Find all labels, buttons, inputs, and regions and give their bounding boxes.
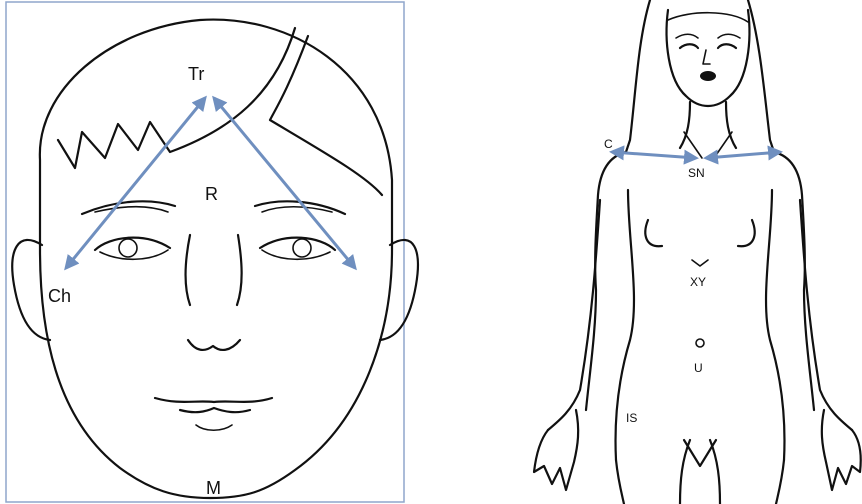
outer-leg-left bbox=[616, 460, 624, 504]
neck-line-left bbox=[684, 132, 702, 158]
neck-left bbox=[680, 102, 690, 148]
body-panel: C SN XY U IS bbox=[534, 0, 861, 504]
right-eye bbox=[260, 238, 335, 260]
face-panel: Tr Ch R M bbox=[6, 2, 418, 502]
neck-line-right bbox=[714, 132, 732, 158]
right-arm bbox=[800, 200, 852, 430]
body-eye-left bbox=[680, 44, 698, 48]
arrow-tr-right bbox=[214, 98, 355, 268]
body-eyebrow-right bbox=[718, 34, 740, 38]
left-eyebrow-lower bbox=[95, 207, 168, 212]
hair-outline bbox=[626, 0, 650, 152]
hair-outline-right bbox=[748, 0, 774, 152]
body-nose bbox=[703, 50, 710, 64]
hair-fringe bbox=[58, 28, 295, 168]
label-c: C bbox=[604, 137, 613, 151]
face-frame bbox=[6, 2, 404, 502]
body-eye-right bbox=[718, 44, 736, 48]
left-breast bbox=[645, 220, 662, 246]
inner-leg-right bbox=[710, 440, 720, 504]
waist-right bbox=[766, 190, 784, 460]
label-m: M bbox=[206, 478, 221, 498]
body-hair-fringe bbox=[668, 13, 748, 22]
right-breast bbox=[738, 220, 755, 246]
neck-right bbox=[726, 102, 736, 148]
hair-part bbox=[270, 36, 382, 195]
torso-outline-left bbox=[586, 152, 626, 410]
label-u: U bbox=[694, 361, 703, 375]
torso-outline-right bbox=[774, 152, 814, 410]
label-ch: Ch bbox=[48, 286, 71, 306]
left-eye bbox=[95, 238, 170, 260]
nose-right-line bbox=[237, 235, 242, 305]
label-tr: Tr bbox=[188, 64, 204, 84]
label-sn: SN bbox=[688, 166, 705, 180]
mouth-lower bbox=[196, 425, 232, 430]
mouth-mid bbox=[180, 408, 250, 412]
nose-bottom bbox=[188, 340, 240, 350]
label-is: IS bbox=[626, 411, 637, 425]
label-r: R bbox=[205, 184, 218, 204]
outer-leg-right bbox=[776, 460, 784, 504]
left-arm bbox=[548, 200, 600, 430]
nose-left-line bbox=[185, 235, 190, 305]
xiphoid-mark bbox=[692, 260, 708, 266]
inner-leg-left bbox=[680, 440, 690, 504]
right-ear bbox=[380, 240, 418, 340]
body-head bbox=[667, 10, 750, 106]
mouth-upper bbox=[155, 398, 272, 402]
right-eyebrow-lower bbox=[262, 207, 332, 212]
head-outline bbox=[40, 20, 392, 498]
navel-mark bbox=[696, 339, 704, 347]
body-mouth bbox=[700, 71, 716, 81]
body-eyebrow-left bbox=[676, 34, 698, 38]
label-xy: XY bbox=[690, 275, 706, 289]
arrow-c-sn bbox=[612, 152, 696, 158]
